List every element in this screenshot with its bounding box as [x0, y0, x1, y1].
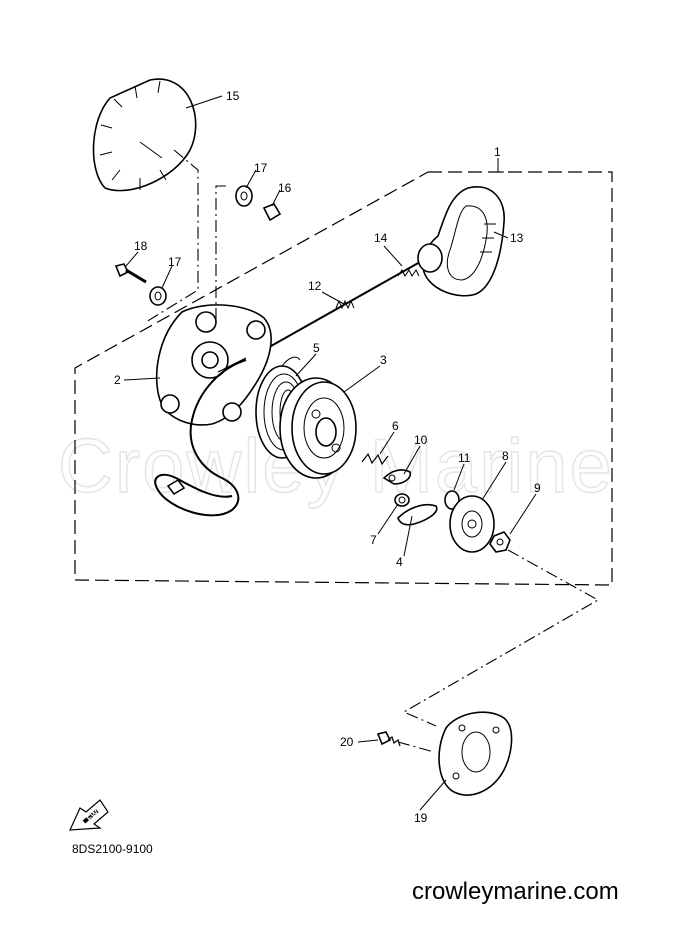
part-17-collar-upper — [235, 185, 253, 207]
callout-17-lower: 17 — [168, 255, 182, 269]
part-3-pulley — [279, 377, 357, 479]
callout-10: 10 — [414, 433, 428, 447]
callout-8: 8 — [502, 449, 509, 463]
part-4-pawl — [397, 503, 438, 526]
callout-17-upper: 17 — [254, 161, 268, 175]
callout-6: 6 — [392, 419, 399, 433]
part-7-spring — [394, 493, 410, 507]
callout-4: 4 — [396, 555, 403, 569]
callout-20: 20 — [340, 735, 354, 749]
callout-19: 19 — [414, 811, 428, 825]
part-14-rope-guide — [397, 269, 420, 277]
alignment-line-9-19 — [402, 549, 600, 727]
case-cable-loop — [154, 359, 247, 517]
drawing-code: 8DS2100-9100 — [72, 842, 153, 856]
alignment-line-15 — [145, 149, 199, 323]
part-19-bracket — [438, 711, 513, 796]
part-8-drive-plate — [449, 495, 495, 553]
callout-12: 12 — [308, 279, 322, 293]
assembly-boundary — [74, 171, 613, 586]
alignment-line-20 — [397, 741, 435, 753]
part-17-collar-lower — [149, 286, 167, 306]
cable-end — [166, 478, 186, 496]
callout-14: 14 — [374, 231, 388, 245]
callout-18: 18 — [134, 239, 148, 253]
callout-7: 7 — [370, 533, 377, 547]
part-15-decal — [92, 78, 197, 192]
callout-16: 16 — [278, 181, 292, 195]
callout-1: 1 — [494, 145, 501, 159]
part-16-nut — [262, 203, 282, 222]
callout-13: 13 — [510, 231, 524, 245]
fwd-arrow-icon: FWD — [69, 799, 109, 831]
callout-9: 9 — [534, 481, 541, 495]
callout-3: 3 — [380, 353, 387, 367]
callout-2: 2 — [114, 373, 121, 387]
part-2-starter-case — [155, 304, 272, 426]
callout-15: 15 — [226, 89, 240, 103]
callout-11: 11 — [458, 451, 471, 465]
part-9-nut — [489, 531, 511, 553]
alignment-line-17 — [215, 185, 226, 320]
callout-5: 5 — [313, 341, 320, 355]
leader-lines — [123, 95, 537, 811]
part-18-bolt — [114, 263, 147, 284]
site-footer: crowleymarine.com — [412, 878, 619, 905]
part-13-starter-handle — [417, 186, 505, 297]
part-6-spring — [361, 452, 389, 466]
callout-labels: 1 2 3 4 5 6 7 8 9 10 11 12 13 14 15 16 1… — [114, 89, 541, 825]
part-20-bolt — [376, 731, 401, 747]
